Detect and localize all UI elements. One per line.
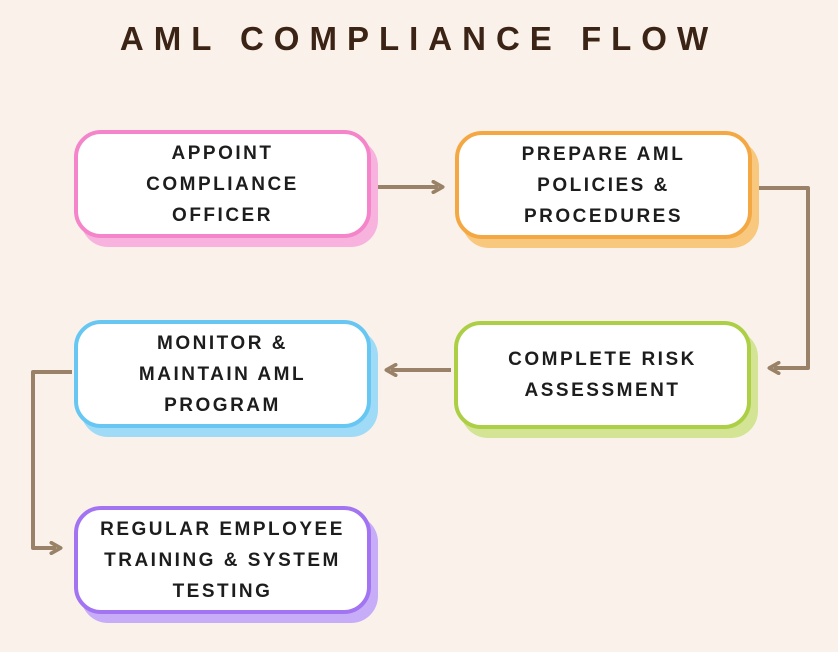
- node-label: APPOINT COMPLIANCE OFFICER: [146, 142, 299, 226]
- node-appoint-compliance-officer: APPOINT COMPLIANCE OFFICER: [74, 130, 371, 238]
- node-label: MONITOR & MAINTAIN AML PROGRAM: [138, 332, 307, 416]
- page-title: AML COMPLIANCE FLOW: [119, 20, 719, 57]
- node-label: PREPARE AML POLICIES & PROCEDURES: [521, 143, 686, 227]
- arrow-prepare-to-risk: [757, 186, 810, 368]
- node-prepare-aml-policies-procedures: PREPARE AML POLICIES & PROCEDURES: [455, 131, 752, 239]
- node-monitor-maintain-aml-program: MONITOR & MAINTAIN AML PROGRAM: [74, 320, 371, 428]
- node-label: COMPLETE RISK ASSESSMENT: [508, 349, 697, 401]
- arrow-monitor-to-training: [31, 370, 72, 548]
- node-complete-risk-assessment: COMPLETE RISK ASSESSMENT: [454, 321, 751, 429]
- node-label: REGULAR EMPLOYEE TRAINING & SYSTEM TESTI…: [100, 518, 345, 602]
- node-regular-employee-training-system-testing: REGULAR EMPLOYEE TRAINING & SYSTEM TESTI…: [74, 506, 371, 614]
